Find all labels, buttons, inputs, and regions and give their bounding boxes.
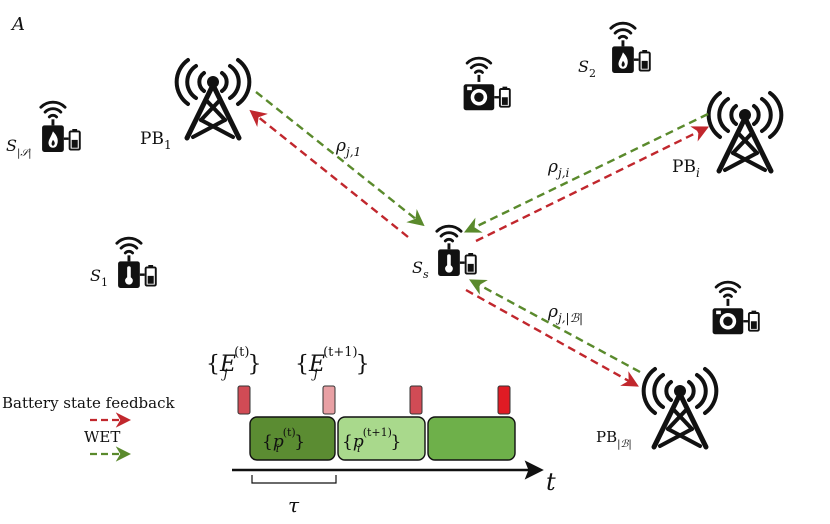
thermometer-sensor-icon: [117, 238, 156, 288]
feedback-arrow-1: [249, 109, 409, 238]
flame-sensor-icon: [611, 23, 650, 73]
power-block-label-t: {p(t)i}: [262, 426, 305, 455]
tower-icon: [177, 60, 250, 138]
power-beacon-tower-1: PB1: [140, 60, 249, 152]
battery-marker-2: [322, 385, 336, 415]
tower-icon: [709, 93, 782, 171]
period-label: τ: [288, 493, 300, 517]
sensor-label-2: S2: [578, 57, 596, 80]
energy-label-t1: {E(t+1)j}: [295, 345, 370, 382]
battery-marker-1: [237, 385, 251, 415]
link-label-B: ρj,|ℬ|: [547, 302, 583, 325]
wet-arrow-1: [255, 91, 425, 227]
link-label-i: ρj,i: [547, 157, 570, 180]
tower-icon: [644, 369, 717, 447]
power-block-label-t1: {p(t+1)i}: [342, 426, 401, 455]
panel-label: A: [10, 14, 25, 35]
legend: Battery state feedback WET: [2, 394, 176, 462]
tower-label-1: PB1: [140, 129, 172, 152]
energy-label-t: {E(t)j}: [206, 345, 261, 382]
link-label-1: ρj,1: [335, 136, 361, 159]
feedback-arrow-i: [475, 126, 710, 243]
sensor-s: Ss: [412, 226, 476, 281]
tower-label-B: PB|ℬ|: [596, 428, 632, 450]
legend-wet-label: WET: [84, 428, 120, 446]
tower-label-i: PBi: [672, 157, 700, 180]
sensor-S: S|𝒮|: [6, 102, 80, 159]
wet-arrow-i: [463, 112, 709, 233]
sensor-label-S: S|𝒮|: [6, 136, 31, 159]
power-block-next: [427, 416, 516, 461]
wet-arrow-B: [469, 279, 641, 374]
sensor-1: S1: [90, 238, 156, 289]
camera-sensor-icon: [464, 58, 510, 110]
time-axis-label: t: [546, 468, 556, 496]
legend-feedback-label: Battery state feedback: [2, 394, 176, 412]
period-bracket: [251, 475, 337, 484]
flame-sensor-icon: [41, 102, 80, 152]
power-block-t1: [337, 416, 426, 461]
sensor-2: S2: [578, 23, 650, 80]
sensor-label-1: S1: [90, 266, 108, 289]
sensor-label-s: Ss: [412, 258, 429, 281]
camera-sensor-icon: [713, 282, 759, 334]
thermometer-sensor-icon: [437, 226, 476, 276]
power-beacon-tower-B: PB|ℬ|: [596, 369, 716, 450]
battery-marker-4: [497, 385, 511, 415]
power-beacon-tower-i: PBi: [672, 93, 781, 180]
power-block-t: [249, 416, 336, 461]
battery-marker-3: [409, 385, 423, 415]
feedback-arrow-B: [465, 288, 639, 387]
